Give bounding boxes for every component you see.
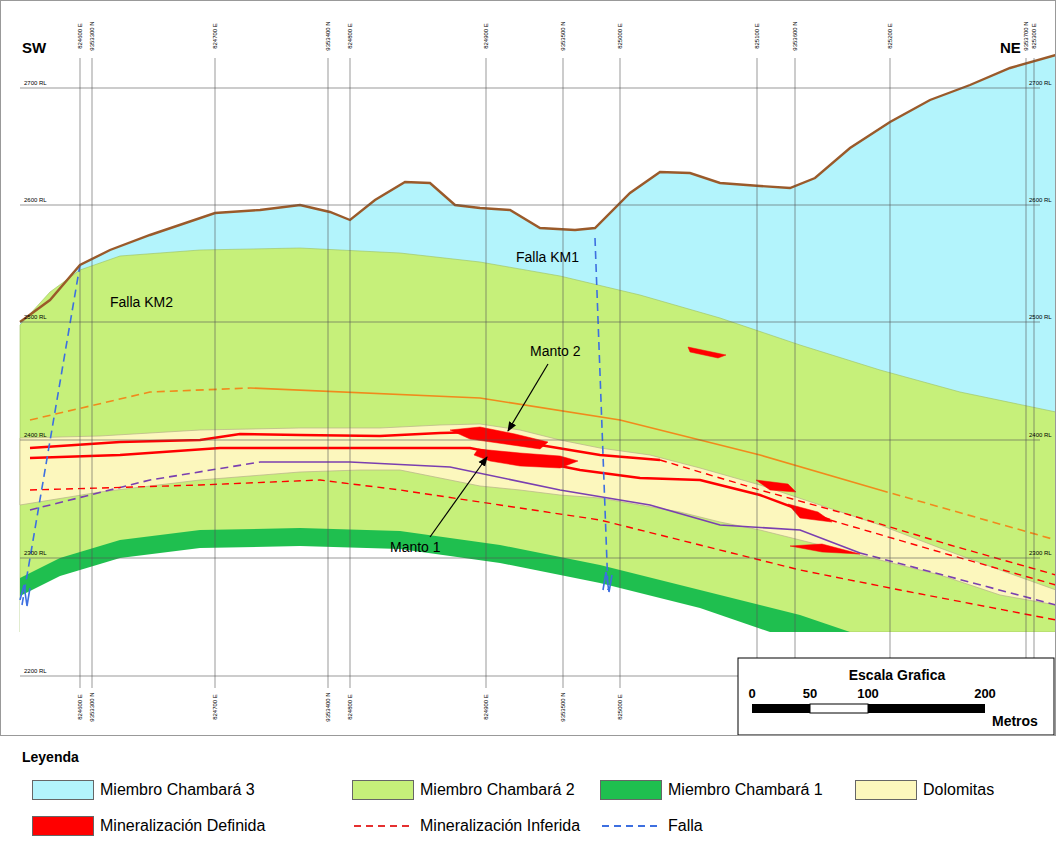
below-section bbox=[20, 546, 770, 632]
elevation-label: 2200 RL bbox=[24, 668, 47, 675]
grid-coordinate: 9353300 N bbox=[89, 692, 96, 721]
grid-coordinate: 9353700 N bbox=[1023, 21, 1030, 50]
elevation-label: 2700 RL bbox=[24, 80, 47, 87]
grid-coordinate: 824700 E bbox=[212, 23, 219, 49]
grid-coordinate: 9353300 N bbox=[89, 21, 96, 50]
direction-label: SW bbox=[22, 40, 46, 57]
manto-label: Manto 2 bbox=[530, 344, 581, 359]
grid-coordinate: 824600 E bbox=[77, 694, 84, 720]
legend-swatch bbox=[352, 780, 414, 800]
grid-coordinate: 825000 E bbox=[617, 694, 624, 720]
grid-coordinate: 824600 E bbox=[77, 23, 84, 49]
scale-unit: Metros bbox=[992, 714, 1038, 729]
manto-2-lens bbox=[450, 427, 548, 449]
elevation-label: 2400 RL bbox=[1029, 432, 1052, 439]
grid-coordinate: 824900 E bbox=[483, 694, 490, 720]
manto-1-lens bbox=[474, 449, 578, 468]
chambara-1 bbox=[20, 528, 850, 632]
legend-text: Mineralización Inferida bbox=[420, 817, 580, 835]
dolomite-band bbox=[20, 424, 1056, 605]
grid-coordinate: 825300 E bbox=[1031, 23, 1038, 49]
scale-number: 100 bbox=[857, 687, 879, 701]
grid-coordinate: 9353500 N bbox=[560, 21, 567, 50]
grid-coordinate: 9353600 N bbox=[792, 21, 799, 50]
legend-swatch bbox=[600, 780, 662, 800]
legend-line-sample bbox=[352, 816, 414, 836]
elevation-label: 2300 RL bbox=[24, 550, 47, 557]
grid-coordinate: 824700 E bbox=[212, 694, 219, 720]
chambara-3 bbox=[20, 55, 1056, 632]
elevation-label: 2500 RL bbox=[24, 314, 47, 321]
legend-swatch bbox=[855, 780, 917, 800]
fault-label: Falla KM1 bbox=[516, 250, 579, 265]
manto-label: Manto 1 bbox=[390, 540, 441, 555]
legend-text: Dolomitas bbox=[923, 781, 994, 799]
legend-title: Leyenda bbox=[22, 750, 79, 765]
grid-coordinate: 824800 E bbox=[347, 694, 354, 720]
grid-coordinate: 825100 E bbox=[754, 23, 761, 49]
scale-number: 50 bbox=[803, 687, 817, 701]
elevation-label: 2500 RL bbox=[1029, 314, 1052, 321]
legend-text: Miembro Chambará 1 bbox=[668, 781, 823, 799]
legend-swatch bbox=[32, 780, 94, 800]
legend-text: Miembro Chambará 3 bbox=[100, 781, 255, 799]
direction-label: NE bbox=[1000, 40, 1021, 57]
grid-coordinate: 9353500 N bbox=[560, 692, 567, 721]
grid-coordinate: 825200 E bbox=[887, 23, 894, 49]
scale-number: 0 bbox=[748, 687, 755, 701]
elevation-label: 2700 RL bbox=[1029, 80, 1052, 87]
grid-coordinate: 824800 E bbox=[347, 23, 354, 49]
grid-coordinate: 825000 E bbox=[617, 23, 624, 49]
legend-swatch bbox=[32, 816, 94, 836]
grid-coordinate: 9353400 N bbox=[325, 21, 332, 50]
legend-text: Miembro Chambará 2 bbox=[420, 781, 575, 799]
elevation-label: 2400 RL bbox=[24, 432, 47, 439]
chambara-2 bbox=[20, 248, 1056, 632]
grid bbox=[20, 58, 1040, 688]
elevation-label: 2600 RL bbox=[1029, 197, 1052, 204]
legend-line-sample bbox=[600, 816, 662, 836]
fault-label: Falla KM2 bbox=[110, 295, 173, 310]
legend-text: Falla bbox=[668, 817, 703, 835]
scale-title: Escala Grafica bbox=[849, 668, 946, 683]
elevation-label: 2600 RL bbox=[24, 197, 47, 204]
grid-coordinate: 9353400 N bbox=[325, 692, 332, 721]
legend-text: Mineralización Definida bbox=[100, 817, 265, 835]
elevation-label: 2300 RL bbox=[1029, 550, 1052, 557]
grid-coordinate: 824900 E bbox=[483, 23, 490, 49]
scale-number: 200 bbox=[974, 687, 996, 701]
